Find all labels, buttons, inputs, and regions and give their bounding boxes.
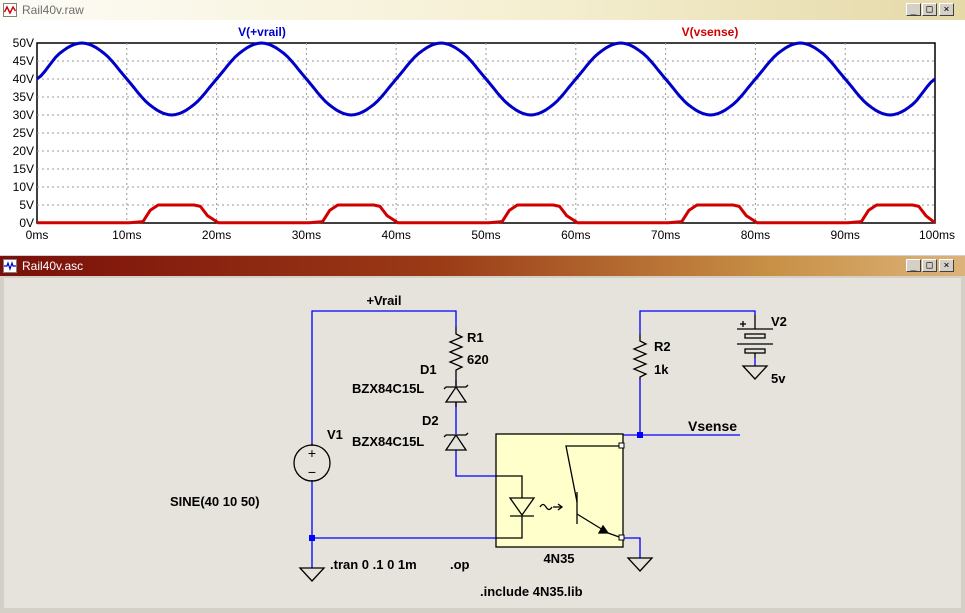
- y-tick-label: 35V: [13, 90, 34, 104]
- schematic-canvas[interactable]: R1 620 D1 BZX84C15L D2 BZX84C15L + − V1 …: [4, 278, 961, 608]
- y-tick-label: 15V: [13, 162, 34, 176]
- ground-icon[interactable]: [298, 567, 326, 582]
- trace-label-vsense[interactable]: V(vsense): [682, 25, 739, 39]
- y-tick-label: 30V: [13, 108, 34, 122]
- y-tick-label: 10V: [13, 180, 34, 194]
- include-directive[interactable]: .include 4N35.lib: [480, 584, 583, 599]
- x-tick-label: 20ms: [202, 228, 231, 242]
- y-tick-label: 40V: [13, 72, 34, 86]
- r2-value[interactable]: 1k: [654, 362, 669, 377]
- battery-source-v2[interactable]: [737, 315, 773, 358]
- v1-value[interactable]: SINE(40 10 50): [170, 494, 260, 509]
- schematic-window[interactable]: Rail40v.asc _ □ ×: [0, 256, 965, 612]
- plot-traces: [36, 41, 936, 225]
- close-button[interactable]: ×: [939, 259, 954, 272]
- x-tick-label: 60ms: [561, 228, 590, 242]
- v2-name[interactable]: V2: [771, 314, 787, 329]
- minimize-button[interactable]: _: [906, 259, 921, 272]
- x-tick-label: 50ms: [471, 228, 500, 242]
- ground-icon[interactable]: [626, 557, 654, 572]
- x-tick-label: 40ms: [382, 228, 411, 242]
- waveform-plot[interactable]: 0V 5V 10V 15V 20V 25V 30V 35V 40V 45V 50V 0ms 10ms 2…: [0, 20, 965, 255]
- zener-diode-d1[interactable]: [443, 380, 469, 407]
- voltage-source-v1[interactable]: [293, 443, 331, 482]
- minimize-button[interactable]: _: [906, 3, 921, 16]
- trace-vvrail[interactable]: [36, 41, 936, 117]
- d2-model[interactable]: BZX84C15L: [352, 434, 424, 449]
- waveform-icon: [3, 3, 17, 17]
- v1-minus-sign: −: [308, 464, 316, 480]
- x-tick-label: 90ms: [831, 228, 860, 242]
- y-tick-labels: 0V 5V 10V 15V 20V 25V 30V 35V 40V 45V 50V: [13, 36, 34, 230]
- schematic-drawing[interactable]: R1 620 D1 BZX84C15L D2 BZX84C15L + − V1 …: [4, 278, 961, 608]
- junction-dot: [637, 432, 643, 438]
- r1-value[interactable]: 620: [467, 352, 489, 367]
- maximize-button[interactable]: □: [922, 3, 937, 16]
- y-tick-label: 50V: [13, 36, 34, 50]
- u1-model[interactable]: 4N35: [543, 551, 574, 566]
- zener-diode-d2[interactable]: [443, 432, 469, 451]
- r2-name[interactable]: R2: [654, 339, 671, 354]
- x-tick-label: 80ms: [741, 228, 770, 242]
- waveform-titlebar[interactable]: Rail40v.raw _ □ ×: [0, 0, 965, 20]
- x-tick-label: 100ms: [919, 228, 955, 242]
- waveform-window[interactable]: Rail40v.raw _ □ × 0V 5V 10V 15V 20V 25V 30V 35V…: [0, 0, 965, 256]
- waveform-window-title: Rail40v.raw: [22, 3, 84, 17]
- net-label-vsense[interactable]: Vsense: [688, 418, 737, 434]
- resistor-r2[interactable]: [632, 334, 648, 380]
- resistor-r1[interactable]: [446, 327, 466, 380]
- d2-name[interactable]: D2: [422, 413, 439, 428]
- v1-plus-sign: +: [308, 445, 316, 461]
- d1-name[interactable]: D1: [420, 362, 437, 377]
- v2-value[interactable]: 5v: [771, 371, 786, 386]
- y-tick-label: 20V: [13, 144, 34, 158]
- optocoupler-u1[interactable]: [495, 433, 625, 548]
- d1-model[interactable]: BZX84C15L: [352, 381, 424, 396]
- net-label-vrail[interactable]: +Vrail: [366, 293, 401, 308]
- x-tick-label: 10ms: [112, 228, 141, 242]
- plot-grid: [36, 42, 936, 224]
- x-tick-label: 70ms: [651, 228, 680, 242]
- close-button[interactable]: ×: [939, 3, 954, 16]
- schematic-window-title: Rail40v.asc: [22, 259, 84, 273]
- trace-vvsense[interactable]: [37, 203, 936, 225]
- y-tick-label: 5V: [19, 198, 34, 212]
- tran-directive[interactable]: .tran 0 .1 0 1m: [330, 557, 417, 572]
- plot-pane[interactable]: 0V 5V 10V 15V 20V 25V 30V 35V 40V 45V 50V 0ms 10ms 2…: [0, 20, 965, 255]
- y-tick-label: 0V: [19, 216, 34, 230]
- y-tick-label: 25V: [13, 126, 34, 140]
- ground-icon[interactable]: [741, 365, 769, 380]
- op-directive[interactable]: .op: [450, 557, 470, 572]
- x-tick-label: 30ms: [292, 228, 321, 242]
- r1-name[interactable]: R1: [467, 330, 484, 345]
- v1-name[interactable]: V1: [327, 427, 343, 442]
- schematic-titlebar[interactable]: Rail40v.asc _ □ ×: [0, 256, 965, 276]
- maximize-button[interactable]: □: [922, 259, 937, 272]
- y-tick-label: 45V: [13, 54, 34, 68]
- x-tick-label: 0ms: [26, 228, 49, 242]
- trace-label-vrail[interactable]: V(+vrail): [238, 25, 286, 39]
- schematic-icon: [3, 259, 17, 273]
- junction-dot: [309, 535, 315, 541]
- x-tick-labels: 0ms 10ms 20ms 30ms 40ms 50ms 60ms 70ms 80ms 90ms 1…: [26, 228, 955, 242]
